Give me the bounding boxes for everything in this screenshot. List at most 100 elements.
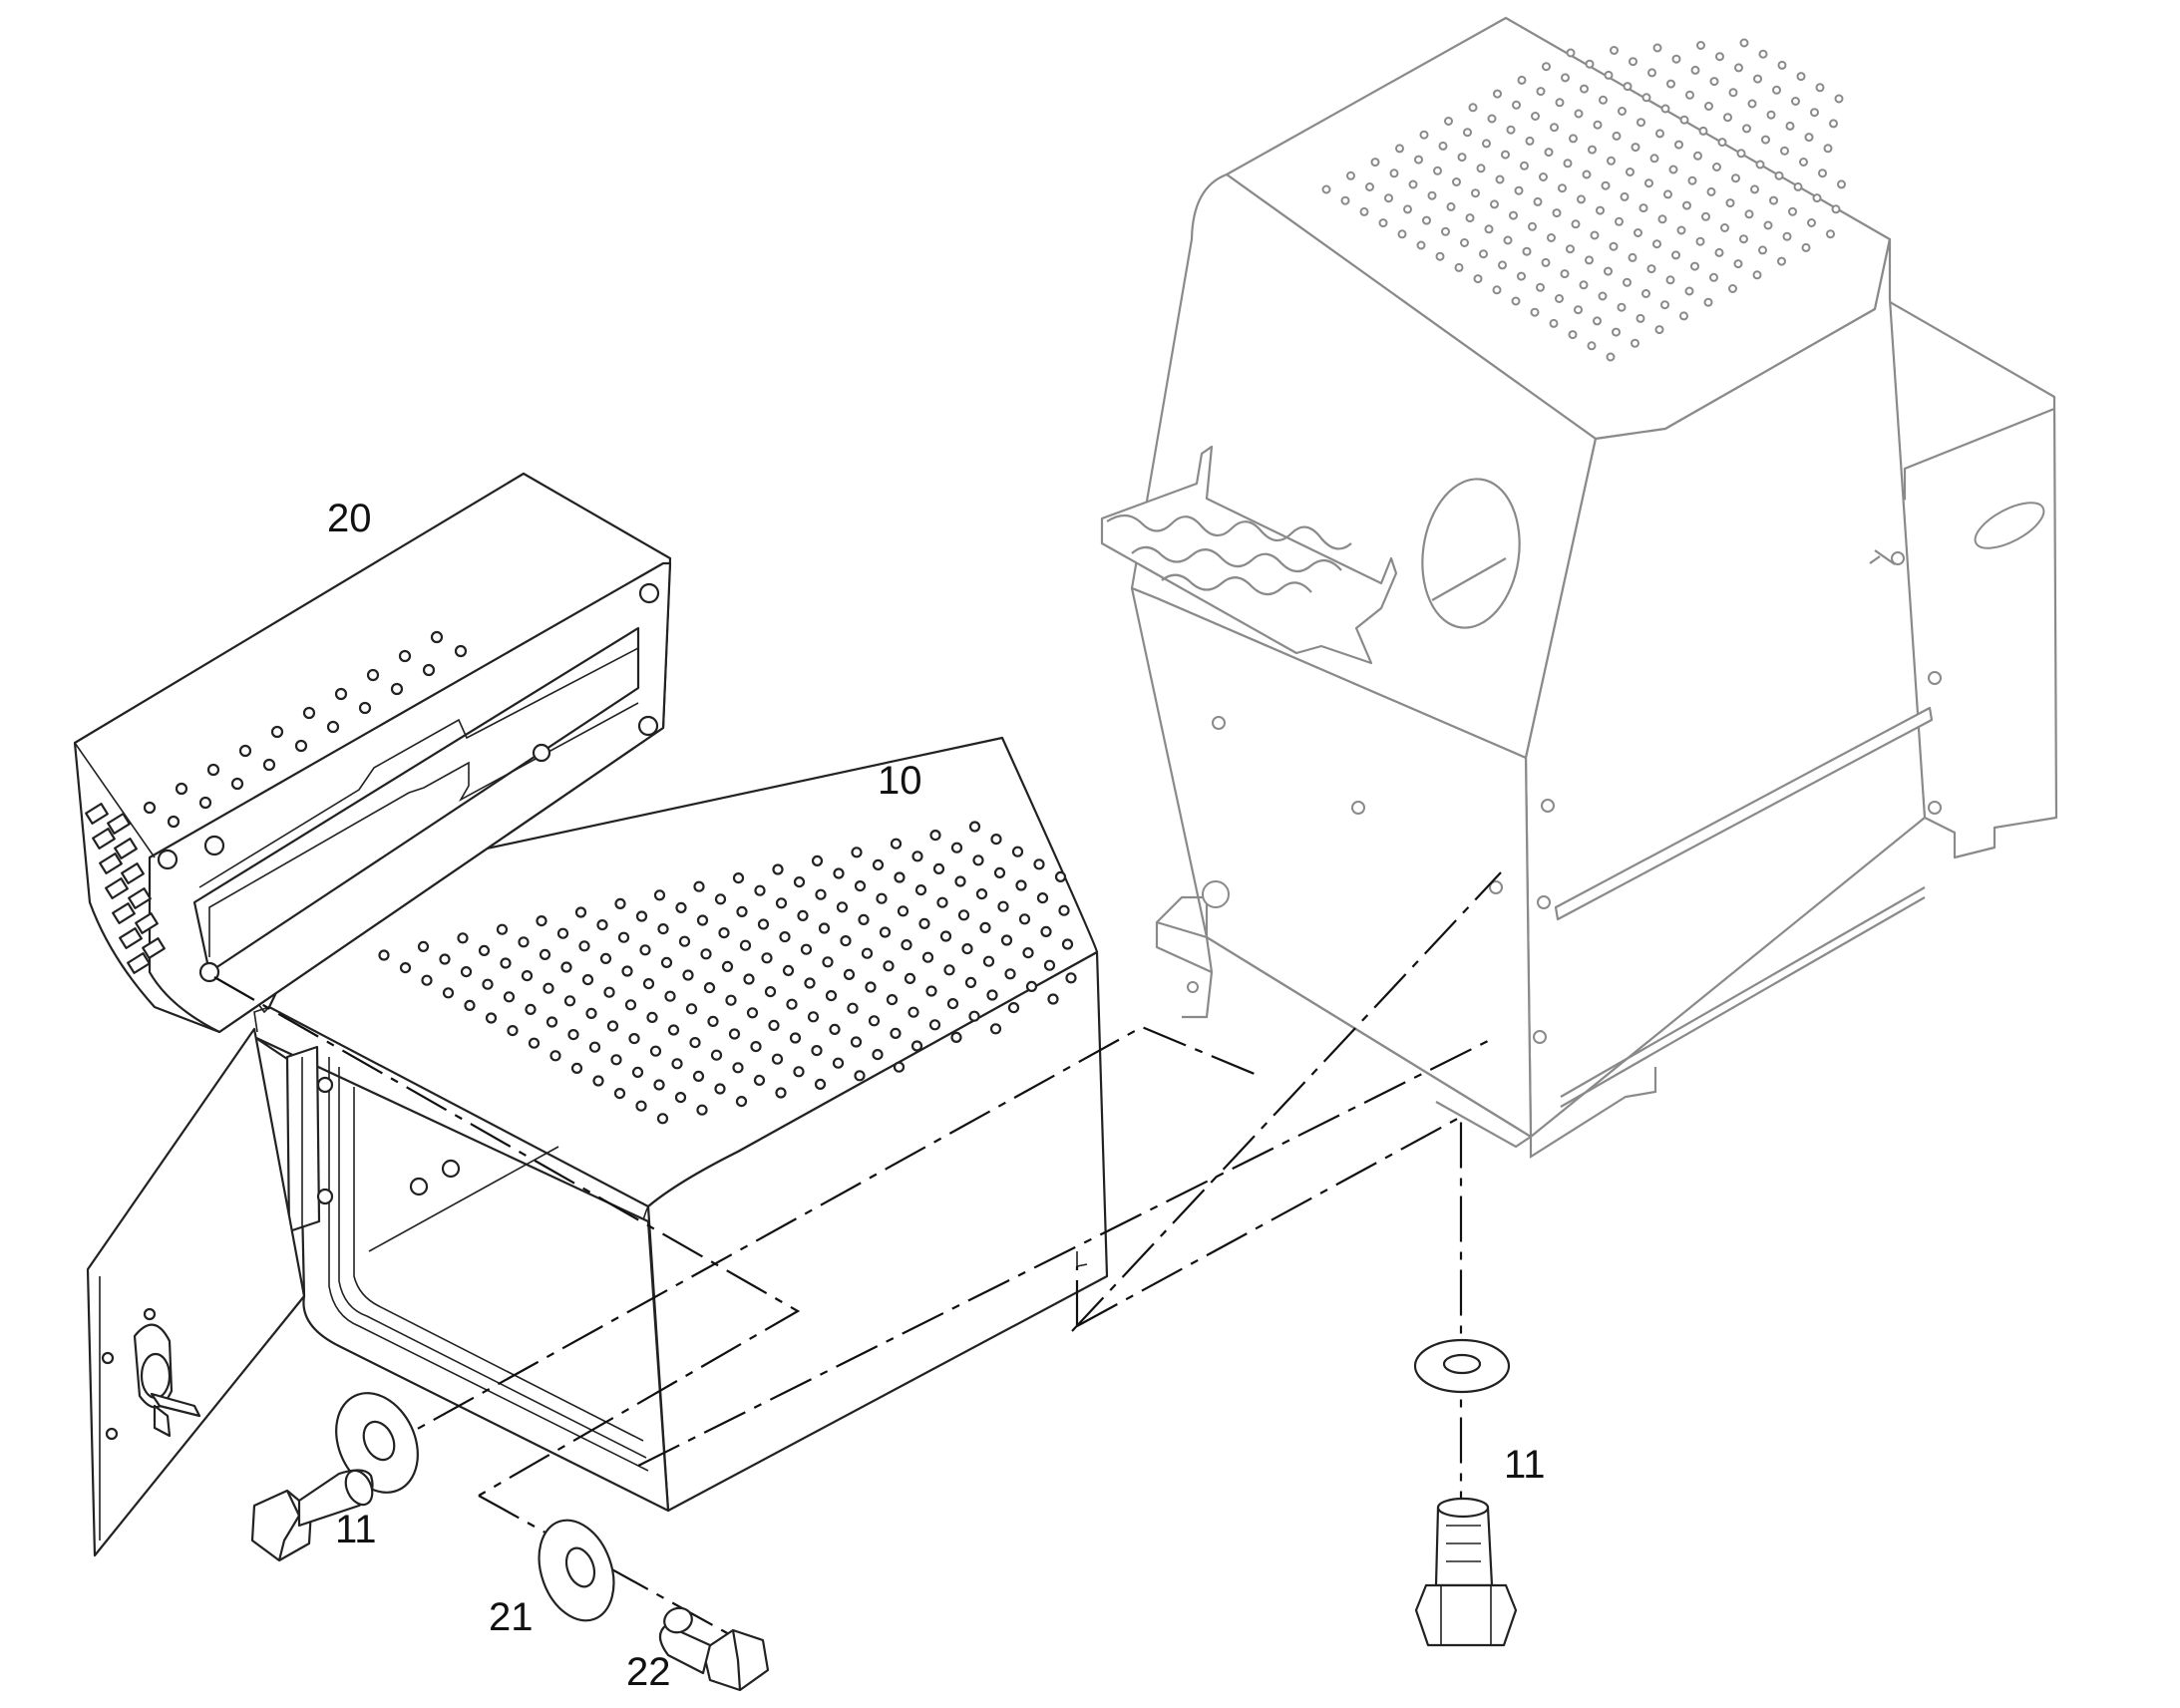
perforation-hole xyxy=(893,1061,906,1073)
perforation-hole xyxy=(1837,179,1846,189)
perforation-hole xyxy=(854,879,867,892)
callout-11-right: 11 xyxy=(1504,1443,1546,1487)
perforation-hole xyxy=(868,1015,881,1027)
perforation-hole xyxy=(567,1028,579,1041)
perforation-hole xyxy=(932,862,945,875)
perforation-hole xyxy=(728,1028,741,1040)
perforation-hole xyxy=(908,1006,919,1018)
perforation-hole xyxy=(1804,133,1814,143)
perforation-hole xyxy=(1617,302,1627,312)
perforation-hole xyxy=(464,999,476,1012)
perforation-hole xyxy=(238,744,252,758)
perforation-hole xyxy=(725,994,737,1006)
perforation-hole xyxy=(1531,112,1540,121)
perforation-hole xyxy=(710,1049,723,1061)
perforation-hole xyxy=(1550,123,1559,133)
perforation-hole xyxy=(989,1023,1002,1035)
perforation-hole xyxy=(1660,104,1670,114)
perforation-hole xyxy=(1580,84,1589,94)
perforation-hole xyxy=(1641,289,1650,298)
perforation-hole xyxy=(1569,134,1578,144)
perforation-hole xyxy=(507,1024,519,1037)
perforation-hole xyxy=(1620,191,1630,201)
perforation-hole xyxy=(1378,218,1388,228)
hex-bolt-icon xyxy=(250,1469,374,1562)
perforation-hole xyxy=(1520,161,1529,171)
perforation-hole xyxy=(961,942,973,955)
perforation-hole xyxy=(854,1070,866,1082)
perforation-hole xyxy=(1384,193,1393,203)
perforation-hole xyxy=(1517,75,1527,85)
perforation-hole xyxy=(1395,144,1404,154)
perforation-hole xyxy=(1685,90,1694,100)
perforation-hole xyxy=(764,985,777,998)
perforation-hole xyxy=(390,682,404,696)
perforation-hole xyxy=(422,663,436,677)
perforation-hole xyxy=(1321,184,1331,194)
perforation-hole xyxy=(1482,139,1491,149)
perforation-hole xyxy=(1004,968,1016,980)
perforation-hole xyxy=(1018,913,1031,925)
perforation-hole xyxy=(1758,49,1768,59)
perforation-hole xyxy=(750,1040,762,1053)
perforation-hole xyxy=(1634,228,1642,237)
perforation-hole xyxy=(1558,183,1567,193)
perforation-hole xyxy=(1631,338,1639,348)
perforation-hole xyxy=(143,801,157,815)
perforation-hole xyxy=(1703,297,1713,307)
perforation-hole xyxy=(707,1015,719,1028)
perforation-hole xyxy=(1674,140,1683,150)
perforation-hole xyxy=(1695,236,1705,246)
perforation-hole xyxy=(1752,270,1762,280)
battery-box-cover-icon xyxy=(73,472,672,1034)
perforation-hole xyxy=(847,1002,859,1014)
perforation-hole xyxy=(1547,233,1556,242)
perforation-hole xyxy=(175,782,188,796)
perforation-hole xyxy=(1772,85,1781,95)
perforation-hole xyxy=(1563,159,1573,169)
perforation-hole xyxy=(1512,100,1521,110)
perforation-hole xyxy=(1780,146,1789,156)
perforation-hole xyxy=(646,1011,658,1024)
perforation-hole xyxy=(1465,213,1475,223)
perforation-hole xyxy=(1511,296,1521,306)
perforation-hole xyxy=(1574,305,1583,315)
perforation-hole xyxy=(1522,246,1532,256)
perforation-hole xyxy=(911,851,923,862)
perforation-hole xyxy=(872,858,885,871)
perforation-hole xyxy=(1723,113,1732,123)
perforation-hole xyxy=(865,981,877,993)
perforation-hole xyxy=(334,687,348,701)
perforation-hole xyxy=(1736,149,1746,159)
perforation-hole xyxy=(1831,204,1841,214)
perforation-hole xyxy=(714,893,727,905)
perforation-hole xyxy=(997,900,1009,912)
perforation-hole xyxy=(771,1053,784,1065)
perforation-hole xyxy=(1582,170,1592,179)
perforation-hole xyxy=(1493,89,1502,99)
perforation-hole xyxy=(968,821,981,833)
perforation-hole xyxy=(1636,118,1645,128)
perforation-hole xyxy=(1698,126,1708,136)
perforation-hole xyxy=(1693,151,1702,161)
perforation-hole xyxy=(1807,218,1816,227)
perforation-hole xyxy=(1340,195,1350,205)
perforation-hole xyxy=(1568,330,1578,340)
perforation-hole xyxy=(1011,846,1024,857)
door-lock-icon xyxy=(101,1307,201,1441)
perforation-hole xyxy=(1739,38,1749,48)
perforation-hole xyxy=(503,991,516,1003)
perforation-hole xyxy=(1604,70,1614,80)
perforation-hole xyxy=(664,990,676,1002)
perforation-hole xyxy=(910,1040,923,1052)
perforation-hole xyxy=(628,1032,640,1045)
perforation-hole xyxy=(1706,186,1716,196)
perforation-hole xyxy=(1777,60,1787,70)
perforation-hole xyxy=(743,973,755,985)
perforation-hole xyxy=(1427,190,1437,200)
perforation-hole xyxy=(1555,294,1564,303)
perforation-hole xyxy=(1542,62,1551,72)
perforation-hole xyxy=(1061,938,1074,950)
perforation-hole xyxy=(635,910,648,922)
